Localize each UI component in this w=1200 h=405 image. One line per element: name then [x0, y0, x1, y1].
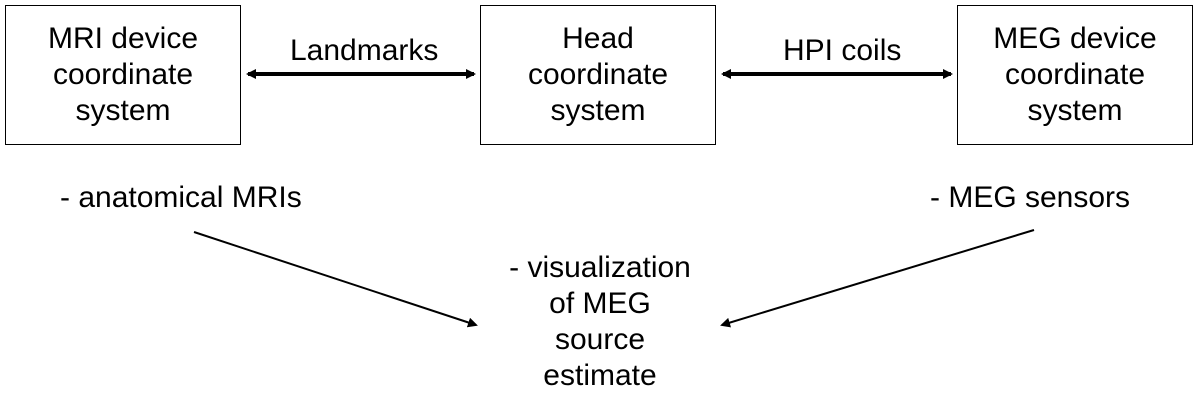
head-coordinate-box: Head coordinate system [480, 5, 716, 145]
head-box-label: Head coordinate system [527, 22, 669, 127]
mri-box-label: MRI device coordinate system [47, 22, 199, 127]
meg-box-label: MEG device coordinate system [993, 22, 1157, 127]
visualization-item: - visualization of MEG source estimate [509, 251, 691, 392]
arrow-mri-to-visualization [193, 231, 478, 328]
hpi-coils-label: HPI coils [783, 34, 902, 67]
meg-device-coordinate-box: MEG device coordinate system [957, 5, 1193, 145]
anatomical-mris-item: - anatomical MRIs [60, 181, 302, 214]
meg-sensors-item: - MEG sensors [930, 181, 1131, 214]
mri-device-coordinate-box: MRI device coordinate system [5, 5, 241, 145]
arrow-meg-to-visualization [720, 229, 1035, 328]
landmarks-label: Landmarks [290, 34, 439, 67]
